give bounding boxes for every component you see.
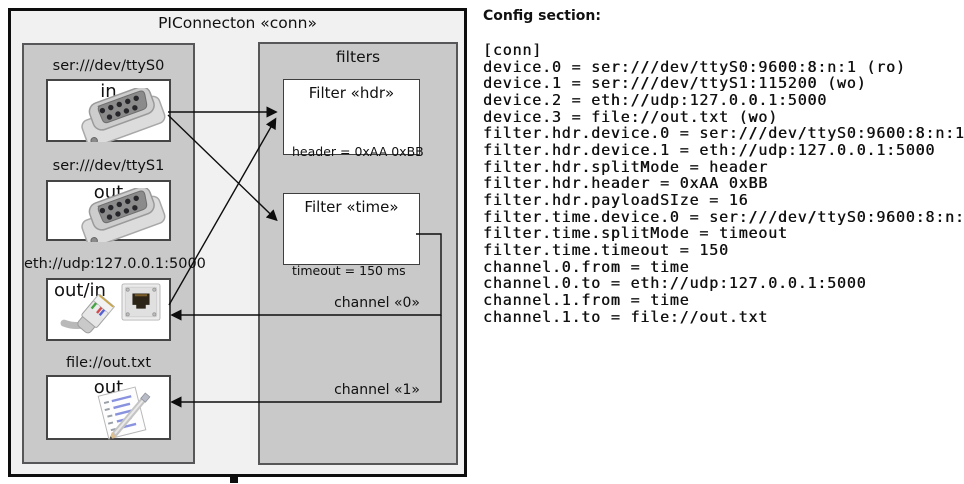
device-file-label: file://out.txt [65, 355, 152, 371]
channel-0-label: channel «0» [334, 295, 420, 311]
ethernet-plug-icon [58, 293, 130, 344]
filters-group-title: filters [335, 48, 381, 66]
filter-time-prop-timeout: timeout = 150 ms [292, 263, 406, 278]
db9-serial-connector-icon [72, 86, 170, 148]
devices-group: ser:///dev/ttyS0 in [22, 43, 206, 464]
config-section-heading: Config section: [483, 8, 601, 24]
filter-time-title: Filter «time» [304, 198, 399, 216]
channel-1-label: channel «1» [334, 382, 420, 398]
device-eth-label: eth://udp:127.0.0.1:5000 [24, 256, 206, 272]
border-notch [230, 477, 238, 483]
device-ttys0-box: in [46, 79, 171, 148]
component-title: PIConnecton «conn» [158, 14, 317, 32]
filter-hdr-title: Filter «hdr» [308, 84, 395, 102]
device-file-box: out [46, 375, 171, 440]
filter-hdr-box: Filter «hdr» header = 0xAA 0xBB payloadS… [283, 79, 424, 207]
notepad-pencil-icon [90, 385, 160, 445]
filters-group: filters Filter «hdr» header = 0xAA 0xBB … [258, 42, 458, 465]
device-ttys1-box: out [46, 180, 171, 248]
db9-serial-connector-icon [72, 186, 170, 248]
config-section-body: [conn] device.0 = ser:///dev/ttyS0:9600:… [483, 41, 964, 326]
filter-hdr-prop-header: header = 0xAA 0xBB [292, 144, 424, 159]
ethernet-jack-icon [120, 283, 162, 325]
device-eth-box: out/in [46, 278, 171, 341]
device-ttys1-label: ser:///dev/ttyS1 [52, 158, 165, 174]
piconnecton-component-box: PIConnecton «conn» ser:///dev/ttyS0 in [8, 8, 467, 477]
device-ttys0-label: ser:///dev/ttyS0 [52, 58, 165, 74]
filter-time-box: Filter «time» timeout = 150 ms [283, 193, 420, 278]
device-eth-direction: out/in [54, 280, 106, 301]
